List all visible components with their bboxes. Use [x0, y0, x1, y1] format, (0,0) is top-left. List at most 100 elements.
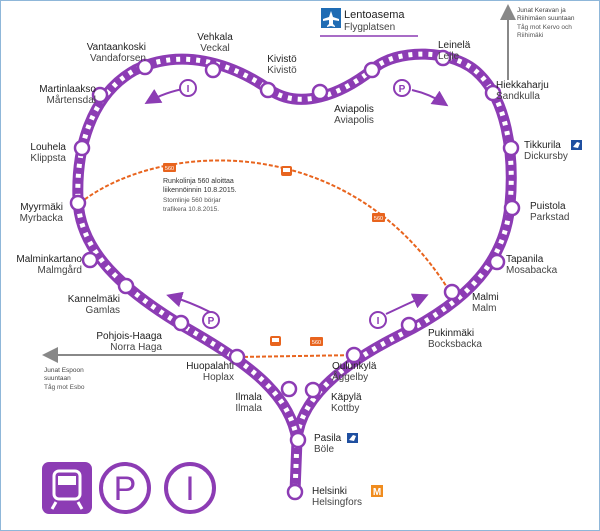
station-name-fi: Pukinmäki: [428, 328, 474, 339]
station-name-sv: Norra Haga: [110, 342, 162, 353]
station-marker: [117, 277, 135, 295]
station-name-sv: Helsingfors: [312, 497, 362, 508]
station-name-fi: Oulunkylä: [332, 361, 377, 372]
station-name-sv: Hoplax: [203, 372, 234, 383]
i-line-badge-bottom: I: [369, 311, 387, 329]
p-line-badge-bottom: P: [202, 311, 220, 329]
station-name-sv: Vandaforsen: [90, 53, 146, 64]
station-name-fi: Louhela: [30, 142, 66, 153]
station-marker: [259, 81, 277, 99]
station-name-fi: Pasila: [314, 433, 342, 444]
svg-text:560: 560: [165, 166, 174, 172]
svg-text:Runkolinja 560 aloittaa: Runkolinja 560 aloittaa: [163, 178, 234, 185]
p-line-arrow-top: [411, 89, 449, 107]
station-marker: [73, 139, 91, 157]
station-labels: VantaankoskiVandaforsenVehkalaVeckalKivi…: [16, 32, 569, 508]
svg-text:liikennöinnin 10.8.2015.: liikennöinnin 10.8.2015.: [163, 187, 237, 194]
station-name-sv: Kottby: [331, 403, 359, 414]
station-name-fi: Ilmala: [235, 392, 262, 403]
train-legend-icon: [42, 462, 92, 514]
svg-text:M: M: [373, 487, 381, 498]
bus-line-560-south: [237, 354, 361, 358]
svg-text:suuntaan: suuntaan: [44, 375, 71, 382]
i-line-badge-top: I: [179, 79, 197, 97]
station-marker: [304, 381, 322, 399]
station-marker: [91, 86, 109, 104]
station-marker: [286, 483, 304, 501]
station-name-sv: Malm: [472, 303, 496, 314]
p-line-arrow-bottom: [166, 291, 211, 313]
station-name-fi: Myyrmäki: [20, 202, 63, 213]
svg-text:P: P: [208, 316, 215, 327]
station-name-fi: Malminkartano: [16, 254, 82, 265]
station-marker: [345, 346, 363, 364]
bus-560-badge-2: 560: [372, 213, 385, 222]
p-line-badge-top: P: [393, 79, 411, 97]
station-marker: [484, 84, 502, 102]
legend: P I: [42, 462, 216, 514]
station-name-fi: Tikkurila: [524, 140, 561, 151]
station-marker: [69, 194, 87, 212]
station-marker: [136, 58, 154, 76]
station-name-sv: Böle: [314, 444, 334, 455]
ring-ties-east: [292, 51, 514, 493]
west-direction-note: Junat Espoon suuntaan Tåg mot Esbo: [44, 367, 85, 391]
station-name-sv: Bocksbacka: [428, 339, 482, 350]
station-name-fi: Malmi: [472, 292, 499, 303]
station-marker: [503, 199, 521, 217]
station-marker: [434, 49, 452, 67]
station-name-sv: Klippsta: [30, 153, 66, 164]
bus-line-560: [79, 159, 451, 293]
train-icon-pasila: [347, 433, 358, 443]
station-marker: [289, 431, 307, 449]
station-name-fi: Vehkala: [197, 32, 233, 43]
svg-text:Tåg mot Esbo: Tåg mot Esbo: [44, 383, 85, 391]
station-name-fi: Hiekkaharju: [496, 80, 549, 91]
station-name-fi: Puistola: [530, 201, 566, 212]
p-line-legend-icon: P: [99, 462, 151, 514]
svg-text:Riihimäen suuntaan: Riihimäen suuntaan: [517, 15, 575, 22]
station-name-sv: Myrbacka: [20, 213, 64, 224]
station-name-sv: Lejle: [438, 51, 460, 62]
station-marker: [443, 283, 461, 301]
station-marker: [81, 251, 99, 269]
bus-note: Runkolinja 560 aloittaa liikennöinnin 10…: [163, 178, 237, 213]
svg-text:P: P: [399, 84, 406, 95]
station-name-fi: Käpylä: [331, 392, 362, 403]
station-name-sv: Aviapolis: [334, 115, 374, 126]
station-name-fi: Leinelä: [438, 40, 471, 51]
station-marker: [400, 316, 418, 334]
train-icon-tikkurila: [571, 140, 582, 150]
station-name-sv: Kivistö: [267, 65, 297, 76]
station-name-fi: Kannelmäki: [68, 294, 120, 305]
station-name-fi: Helsinki: [312, 486, 347, 497]
bus-icon-1: [281, 166, 292, 176]
svg-text:I: I: [187, 84, 190, 95]
station-name-fi: Huopalahti: [186, 361, 234, 372]
station-marker: [172, 314, 190, 332]
svg-text:Flygplatsen: Flygplatsen: [344, 22, 395, 33]
north-direction-note: Junat Keravan ja Riihimäen suuntaan Tåg …: [517, 7, 575, 39]
svg-text:560: 560: [374, 216, 383, 222]
ring-track-east: [289, 48, 517, 498]
station-marker: [204, 61, 222, 79]
station-marker: [311, 83, 329, 101]
station-name-sv: Dickursby: [524, 151, 568, 162]
svg-text:trafikera 10.8.2015.: trafikera 10.8.2015.: [163, 206, 219, 213]
station-marker: [280, 380, 298, 398]
svg-text:I: I: [185, 470, 194, 508]
station-name-sv: Gamlas: [86, 305, 120, 316]
station-marker-lentoasema: [363, 61, 381, 79]
svg-text:Lentoasema: Lentoasema: [344, 9, 405, 21]
ring-track: [72, 48, 517, 498]
svg-text:Stomlinje 560 börjar: Stomlinje 560 börjar: [163, 197, 222, 204]
i-line-arrow-bottom: [385, 293, 429, 315]
bus-icon-2: [270, 336, 281, 346]
station-name-fi: Tapanila: [506, 254, 544, 265]
station-name-sv: Parkstad: [530, 212, 569, 223]
station-name-sv: Ilmala: [235, 403, 262, 414]
station-marker: [228, 348, 246, 366]
station-name-sv: Mosabacka: [506, 265, 558, 276]
svg-text:P: P: [114, 470, 137, 508]
svg-text:560: 560: [312, 340, 321, 346]
